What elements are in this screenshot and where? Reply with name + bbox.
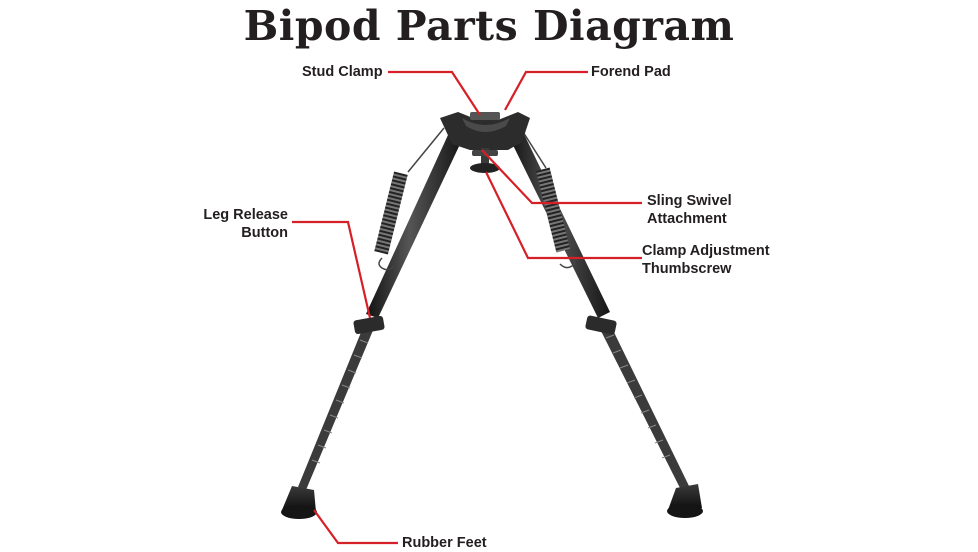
label-leg-release-line1: Leg Release — [203, 207, 288, 223]
label-sling-swivel-line1: Sling Swivel — [647, 193, 732, 209]
label-stud-clamp: Stud Clamp — [302, 64, 383, 80]
diagram-title: Bipod Parts Diagram — [243, 2, 735, 50]
label-rubber-feet: Rubber Feet — [402, 535, 487, 551]
label-leg-release: Leg Release Button — [196, 206, 288, 242]
leader-leg-release — [292, 220, 372, 319]
leader-sling-swivel — [481, 149, 642, 205]
left-spring — [374, 127, 445, 271]
leader-lines — [292, 70, 642, 545]
left-leg — [298, 135, 462, 490]
label-sling-swivel: Sling Swivel Attachment — [647, 192, 732, 228]
label-clamp-adjustment-line1: Clamp Adjustment — [642, 243, 770, 259]
leader-forend-pad — [504, 70, 588, 111]
label-clamp-adjustment-line2: Thumbscrew — [642, 261, 732, 277]
bipod-head — [440, 112, 530, 173]
right-leg — [508, 130, 690, 492]
leader-stud-clamp — [388, 70, 481, 116]
leader-clamp-adjustment — [485, 171, 642, 260]
label-clamp-adjustment: Clamp Adjustment Thumbscrew — [642, 242, 770, 278]
label-sling-swivel-line2: Attachment — [647, 211, 727, 227]
right-rubber-foot — [667, 484, 703, 518]
left-rubber-foot — [281, 486, 317, 519]
leader-rubber-feet — [313, 509, 398, 545]
label-forend-pad: Forend Pad — [591, 64, 671, 80]
label-leg-release-line2: Button — [241, 225, 288, 241]
